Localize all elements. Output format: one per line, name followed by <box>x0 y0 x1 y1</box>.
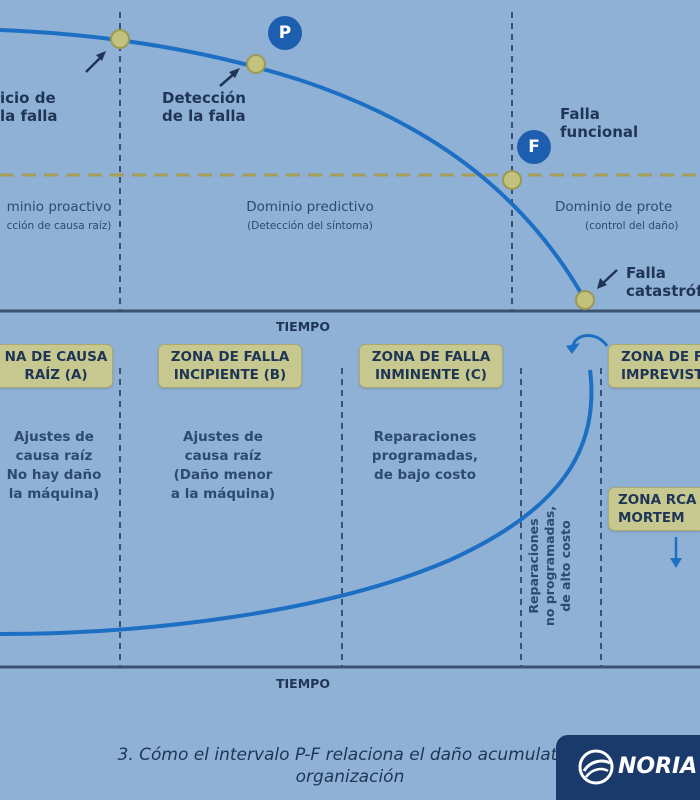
domain-predictive-sub: (Detección del síntoma) <box>247 220 373 232</box>
desc-falla-inminente: Reparaciones programadas, de bajo costo <box>371 429 479 483</box>
zone-rca-mortem: ZONA RCA MORTEM <box>608 487 700 531</box>
zone-falla-imprevista: ZONA DE F IMPREVIST <box>608 344 700 388</box>
figure-caption: 3. Cómo el intervalo P-F relaciona el da… <box>117 745 583 787</box>
axis-top-label: TIEMPO <box>276 319 330 334</box>
label-inicio-falla: icio de la falla <box>0 89 58 125</box>
label-falla-catastrofica: Falla catastrófi <box>626 264 700 300</box>
badge-f: F <box>517 130 551 164</box>
domain-protective-sub: (control del daño) <box>585 220 679 232</box>
noria-logo-text: NORIA <box>618 754 698 779</box>
vertical-reparaciones: Reparaciones no programadas, de alto cos… <box>526 505 573 626</box>
noria-logo-icon <box>578 749 614 785</box>
zone-falla-inminente: ZONA DE FALLA INMINENTE (C) <box>359 344 503 388</box>
curved-arrow-head <box>566 343 580 354</box>
axis-bottom-label: TIEMPO <box>276 676 330 691</box>
domain-proactive-title: minio proactivo <box>6 199 112 215</box>
arrow-catastrofica <box>601 269 618 285</box>
domain-predictive-title: Dominio predictivo <box>246 199 374 215</box>
arrow-catastrofica-head <box>597 278 607 289</box>
marker-deteccion <box>246 54 266 74</box>
marker-funcional <box>502 170 522 190</box>
domain-proactive-sub: cción de causa raíz) <box>6 220 112 232</box>
curved-arrow <box>571 334 609 347</box>
desc-causa-raiz: Ajustes de causa raíz No hay daño la máq… <box>6 429 102 502</box>
marker-inicio <box>110 29 130 49</box>
desc-falla-incipiente: Ajustes de causa raíz (Daño menor a la m… <box>170 429 276 502</box>
label-deteccion-falla: Detección de la falla <box>162 89 246 125</box>
zone-falla-incipiente: ZONA DE FALLA INCIPIENTE (B) <box>158 344 302 388</box>
noria-logo: NORIA <box>556 735 700 800</box>
pf-curve <box>0 28 587 301</box>
marker-catastrofica <box>575 290 595 310</box>
domain-protective-title: Dominio de prote <box>555 199 673 215</box>
arrow-deteccion-head <box>229 68 240 78</box>
zone-causa-raiz: NA DE CAUSA RAÍZ (A) <box>0 344 113 388</box>
badge-p: P <box>268 16 302 50</box>
arrow-inicio-head <box>96 51 106 61</box>
label-falla-funcional: Falla funcional <box>560 105 639 141</box>
arrow-inicio <box>85 55 103 73</box>
arrow-rca-head <box>670 558 682 568</box>
damage-curve <box>0 369 594 636</box>
